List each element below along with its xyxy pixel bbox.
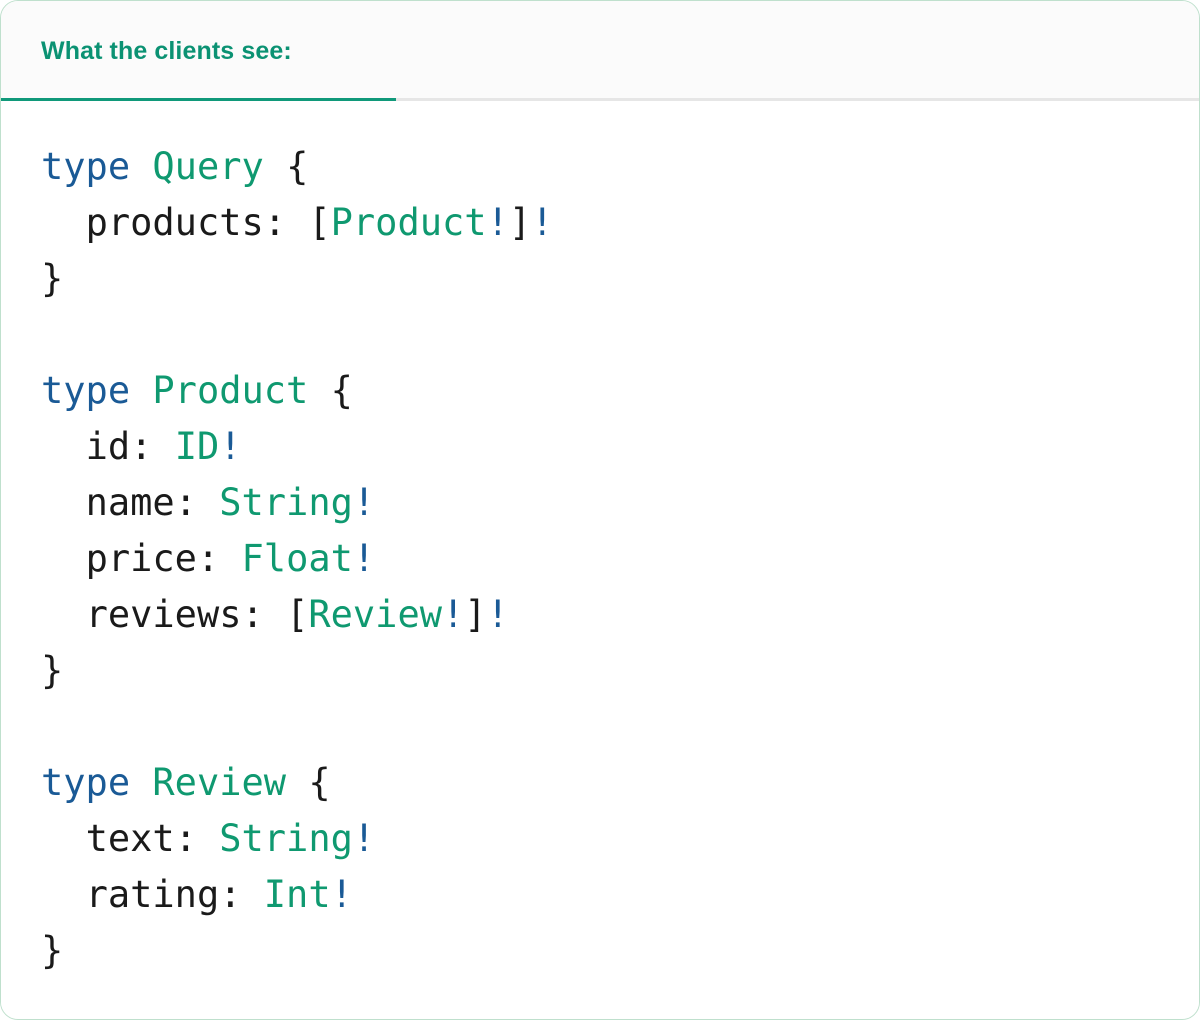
code-line: reviews: [Review!]! — [41, 587, 1199, 643]
code-line: type Query { — [41, 139, 1199, 195]
code-token-kw: type — [41, 761, 131, 804]
code-line: name: String! — [41, 475, 1199, 531]
code-token-plain — [41, 873, 86, 916]
code-token-punc: { — [308, 761, 331, 804]
graphql-schema-code: type Query { products: [Product!]!} type… — [1, 139, 1199, 979]
tab-what-the-clients-see[interactable]: What the clients see: — [1, 1, 396, 101]
code-token-plain — [41, 201, 86, 244]
code-token-plain — [41, 817, 86, 860]
code-token-name: text — [85, 817, 175, 860]
code-token-name: rating — [85, 873, 220, 916]
code-token-bang: ! — [486, 201, 509, 244]
code-token-type: Product — [330, 201, 487, 244]
code-token-plain — [41, 537, 86, 580]
code-line: text: String! — [41, 811, 1199, 867]
code-line — [41, 699, 1199, 755]
code-line: type Review { — [41, 755, 1199, 811]
code-token-bang: ! — [352, 537, 376, 580]
code-line — [41, 307, 1199, 363]
code-token-type: Review — [152, 761, 287, 804]
code-token-bang: ! — [330, 873, 353, 916]
tab-bar-divider — [1, 98, 1199, 101]
code-token-punc: : — [219, 873, 264, 916]
code-line: products: [Product!]! — [41, 195, 1199, 251]
code-token-punc: : — [174, 481, 220, 524]
code-token-type: Int — [263, 873, 331, 916]
code-token-plain — [308, 369, 330, 412]
code-token-type: Query — [152, 145, 264, 188]
code-token-type: ID — [174, 425, 220, 468]
code-token-type: Float — [241, 537, 353, 580]
code-token-punc: ] — [508, 201, 532, 244]
code-token-plain — [286, 761, 308, 804]
code-token-name: products — [85, 201, 264, 244]
code-token-punc: } — [41, 257, 64, 300]
code-token-kw: type — [41, 369, 131, 412]
code-line: price: Float! — [41, 531, 1199, 587]
code-viewer: type Query { products: [Product!]!} type… — [1, 101, 1199, 1018]
code-token-bang: ! — [352, 817, 376, 860]
code-token-plain — [41, 481, 86, 524]
tab-label: What the clients see: — [41, 36, 292, 65]
tab-bar: What the clients see: — [1, 1, 1199, 101]
code-token-type: String — [219, 817, 353, 860]
code-line: rating: Int! — [41, 867, 1199, 923]
code-token-punc: : — [241, 593, 287, 636]
code-token-bang: ! — [486, 593, 509, 636]
code-token-punc: [ — [286, 593, 309, 636]
code-token-bang: ! — [442, 593, 465, 636]
code-token-type: String — [219, 481, 353, 524]
code-line: type Product { — [41, 363, 1199, 419]
code-token-name: reviews — [85, 593, 242, 636]
code-token-punc: } — [41, 649, 64, 692]
code-line: } — [41, 643, 1199, 699]
code-token-bang: ! — [219, 425, 242, 468]
code-token-plain — [130, 145, 152, 188]
code-token-name: id — [85, 425, 131, 468]
code-token-plain — [130, 761, 152, 804]
code-token-punc: { — [330, 369, 353, 412]
code-token-punc: ] — [464, 593, 487, 636]
code-token-punc: : — [263, 201, 309, 244]
code-token-type: Product — [152, 369, 309, 412]
code-token-plain — [264, 145, 286, 188]
code-line: id: ID! — [41, 419, 1199, 475]
code-token-punc: { — [286, 145, 309, 188]
code-token-punc: : — [174, 817, 220, 860]
code-token-type: Review — [308, 593, 442, 636]
code-token-kw: type — [41, 145, 131, 188]
code-line: } — [41, 923, 1199, 979]
code-token-name: name — [85, 481, 175, 524]
code-token-plain — [41, 425, 86, 468]
code-line: } — [41, 251, 1199, 307]
tab-active-underline — [1, 98, 396, 101]
code-token-name: price — [85, 537, 197, 580]
code-token-punc: [ — [308, 201, 331, 244]
code-token-plain — [41, 593, 86, 636]
code-token-bang: ! — [531, 201, 554, 244]
code-token-punc: } — [41, 929, 64, 972]
code-token-plain — [130, 369, 152, 412]
code-token-bang: ! — [352, 481, 376, 524]
code-token-punc: : — [130, 425, 175, 468]
code-token-punc: : — [196, 537, 242, 580]
